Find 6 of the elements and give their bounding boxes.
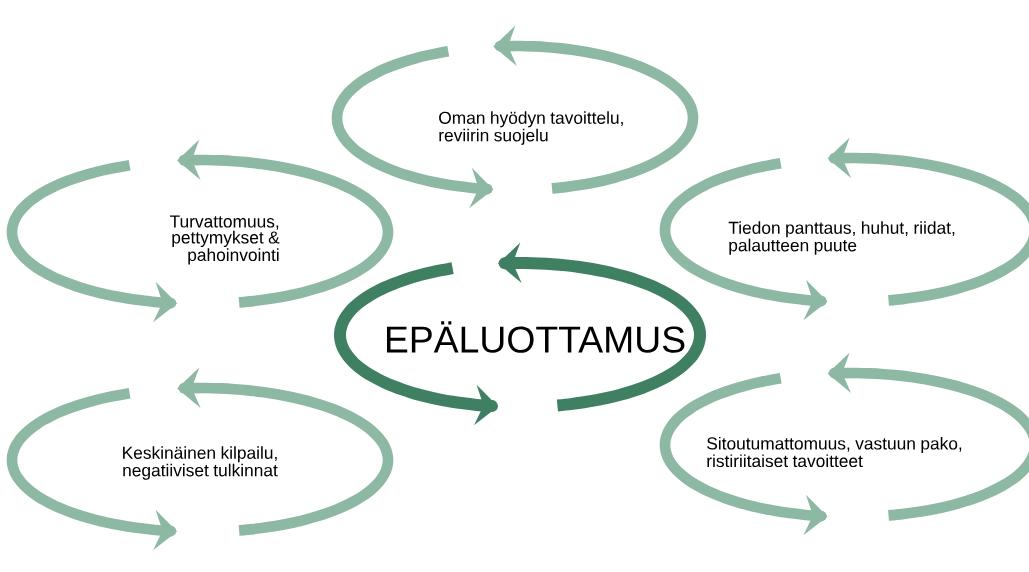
node-label: Turvattomuus, pettymykset & pahoinvointi (170, 215, 280, 265)
node-label: Oman hyödyn tavoittelu, reviirin suojelu (439, 111, 623, 145)
node-label: Sitoutumattomuus, vastuun pako, ristiriitaiset tavoitteet (707, 436, 962, 468)
node-label: EPÄLUOTTAMUS (386, 321, 685, 353)
node-label: Tiedon panttaus, huhut, riidat, palautteen puute (728, 221, 955, 255)
node-label: Keskinäinen kilpailu, negatiiviset tulkinnat (123, 446, 278, 480)
